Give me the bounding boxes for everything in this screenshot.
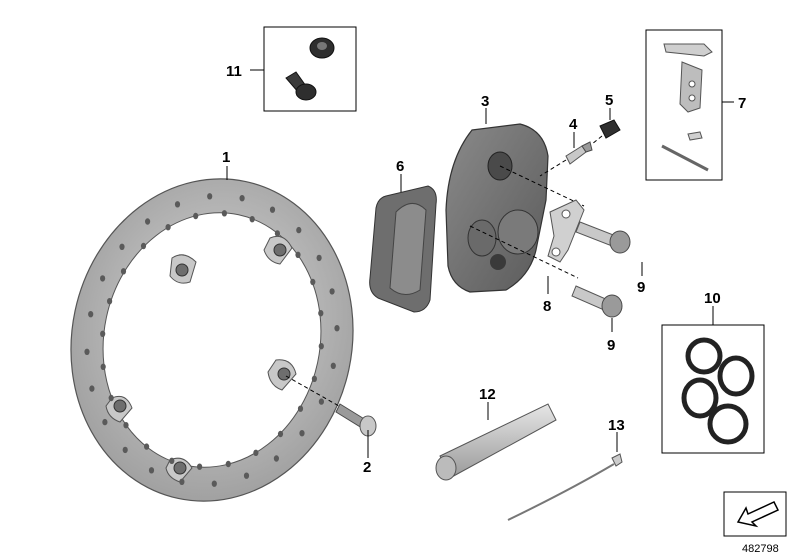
cable-tie: [507, 453, 623, 521]
disc-hole: [316, 254, 322, 262]
disc-bolt: [285, 375, 377, 437]
disc-hole: [84, 348, 90, 355]
seal-rings: [681, 337, 755, 445]
disc-hole: [277, 430, 284, 438]
disc-hole: [273, 455, 279, 462]
disc-hole: [225, 460, 231, 468]
callout-12: 12: [479, 386, 496, 403]
disc-hole: [144, 443, 150, 450]
disc-hole: [107, 298, 113, 305]
disc-hole: [297, 405, 304, 412]
disc-hole: [174, 201, 181, 208]
disc-hole: [318, 398, 324, 405]
disc-hole: [102, 418, 108, 426]
disc-hole: [193, 212, 199, 220]
brake-pads: [369, 185, 437, 313]
disc-hole: [100, 330, 106, 337]
disc-hole: [100, 363, 106, 370]
callout-13: 13: [608, 417, 625, 434]
disc-hole: [169, 457, 175, 464]
reference-number: 482798: [742, 543, 779, 555]
disc-hole: [179, 478, 185, 485]
disc-hole: [249, 216, 255, 223]
callout-10: 10: [704, 290, 721, 307]
disc-hole: [296, 226, 302, 234]
brake-caliper: [445, 123, 585, 293]
disc-hole: [239, 195, 245, 202]
disc-holes: [84, 193, 340, 487]
disc-hole: [310, 278, 316, 286]
disc-hole: [122, 446, 128, 454]
callout-5: 5: [605, 92, 613, 109]
disc-hole: [253, 449, 259, 456]
callout-2: 2: [363, 459, 371, 476]
pad-retaining-kit: [661, 43, 713, 172]
callout-1: 1: [222, 149, 230, 166]
disc-hole: [100, 275, 106, 282]
disc-hole: [269, 206, 276, 213]
callout-4: 4: [569, 116, 578, 133]
disc-hole: [123, 422, 129, 429]
grommet-kit: [285, 37, 335, 101]
disc-hole: [330, 362, 336, 369]
disc-hole: [140, 242, 147, 250]
disc-hole: [311, 375, 317, 382]
disc-hole: [334, 325, 340, 332]
disc-hole: [145, 218, 151, 225]
nav-arrow-button[interactable]: [723, 491, 787, 537]
callout-9-lower: 9: [607, 337, 615, 354]
disc-hole: [120, 268, 127, 275]
callout-7: 7: [738, 95, 746, 112]
disc-hole: [165, 224, 171, 231]
box-pad-retaining-kit: [645, 29, 723, 181]
disc-hole: [207, 193, 213, 200]
arrow-down-left-icon: [736, 501, 780, 528]
callout-8: 8: [543, 298, 551, 315]
disc-hole: [318, 343, 324, 350]
mounting-bracket: [547, 199, 585, 263]
bleed-cap: [591, 119, 621, 145]
disc-hole: [88, 311, 94, 318]
callout-9-upper: 9: [637, 279, 645, 296]
callout-6: 6: [396, 158, 404, 175]
disc-hole: [221, 210, 227, 217]
disc-hole: [197, 463, 203, 470]
disc-hole: [243, 472, 250, 479]
brake-disc: [70, 178, 354, 502]
callout-3: 3: [481, 93, 489, 110]
callout-11: 11: [226, 63, 242, 80]
caliper-bolt-upper: [575, 221, 631, 254]
disc-hole: [318, 310, 324, 317]
disc-hole: [295, 251, 301, 258]
grease-tube: [435, 403, 557, 481]
disc-carrier: [105, 235, 297, 483]
disc-hole: [211, 480, 217, 487]
leader-lines: [226, 69, 734, 458]
caliper-bolt-lower: [571, 285, 623, 318]
disc-hole: [274, 230, 280, 237]
disc-hole: [329, 288, 335, 295]
disc-hole: [89, 385, 95, 392]
bleed-valve: [539, 141, 593, 177]
box-grommet-kit: [263, 26, 357, 112]
disc-hole: [148, 467, 155, 474]
disc-hole: [108, 394, 114, 402]
disc-hole: [299, 430, 305, 437]
disc-hole: [119, 243, 125, 250]
